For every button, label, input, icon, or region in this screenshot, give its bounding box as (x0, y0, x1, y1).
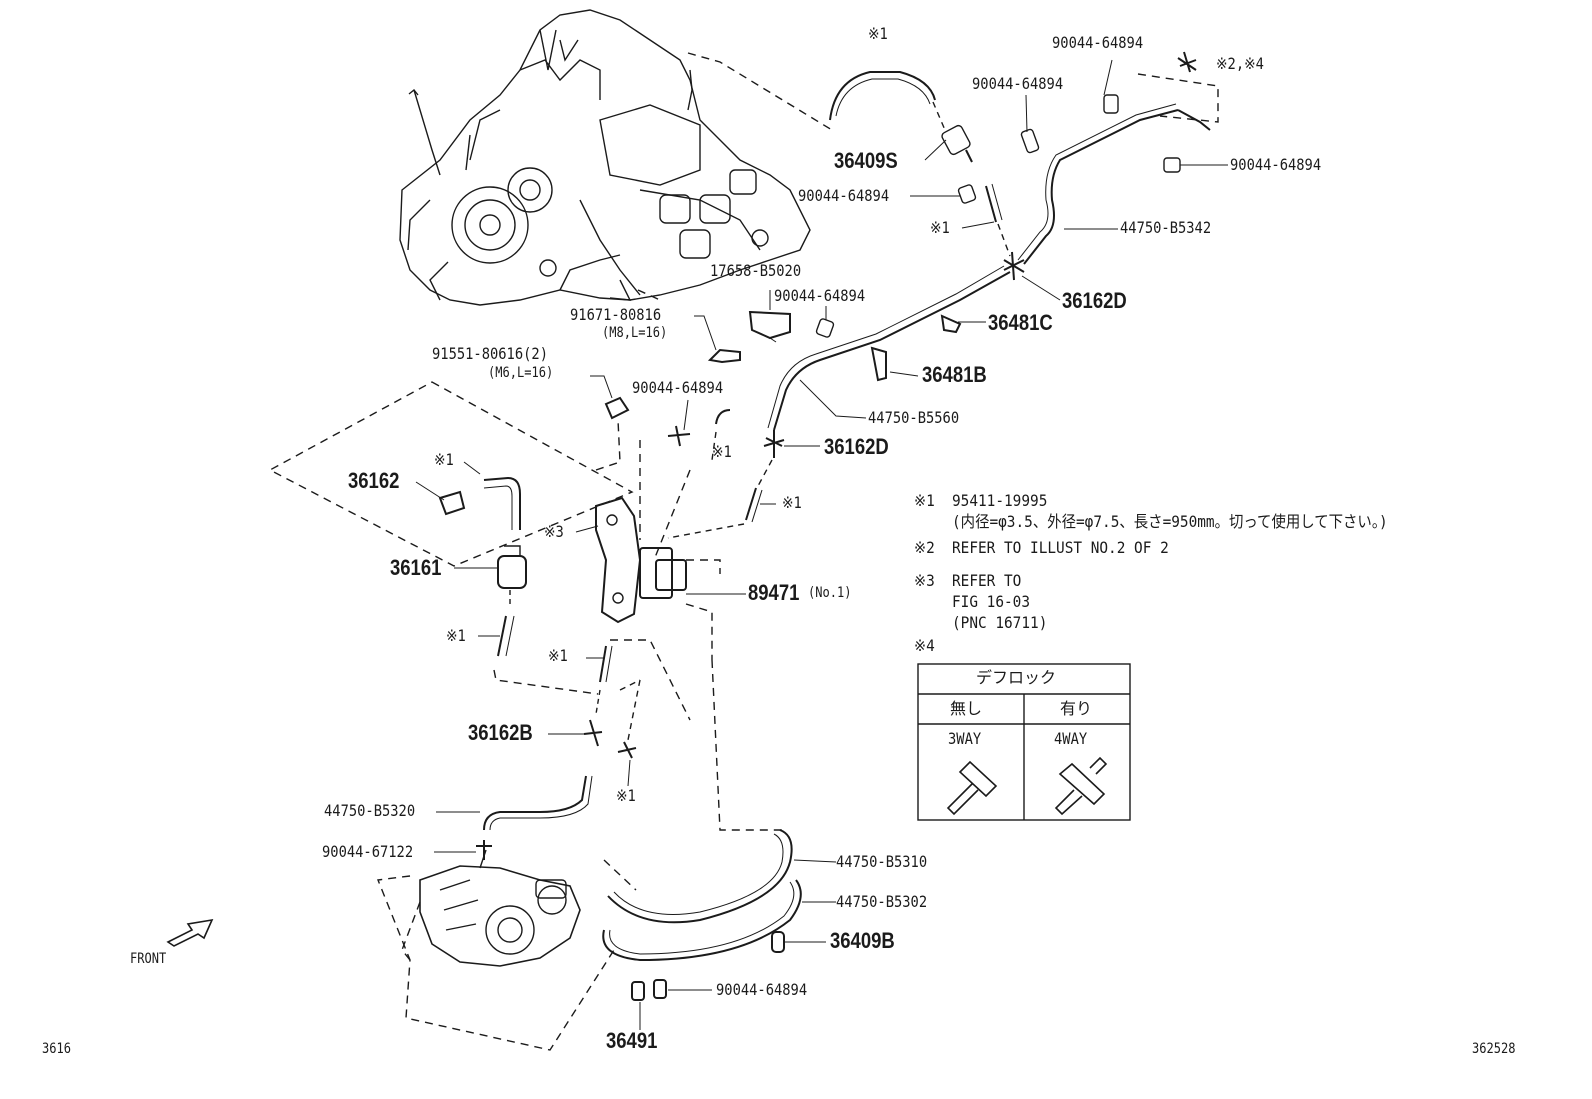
table-header: デフロック (976, 668, 1057, 687)
part-number-label: 36409S (834, 148, 898, 173)
part-number-label: 44750-B5342 (1120, 218, 1212, 237)
part-number-label: 36481C (988, 310, 1053, 335)
part-number-label: 36162B (468, 720, 533, 745)
note-ref-label: ※2,※4 (1216, 54, 1264, 73)
part-number-label: 17658-B5020 (710, 261, 802, 280)
part-number-label: 36162D (824, 434, 889, 459)
note-3-mark: ※3 (914, 571, 935, 590)
note-3-line2: FIG 16-03 (952, 592, 1031, 611)
part-number-label: 36162D (1062, 288, 1127, 313)
table-col2-value: 4WAY (1054, 729, 1088, 748)
note-1-detail: (内径=φ3.5、外径=φ7.5、長さ=950mm。切って使用して下さい。) (952, 512, 1388, 531)
part-number-label: 44750-B5310 (836, 852, 928, 871)
note-mark-label: ※1 (446, 626, 466, 645)
bolt-spec-label: (M8,L=16) (602, 325, 668, 341)
front-arrow-icon (166, 918, 214, 947)
part-number-label: 90044-64894 (972, 74, 1064, 93)
part-number-label: 89471 (748, 580, 800, 605)
table-col1-head: 無し (950, 699, 983, 718)
page-code-right: 362528 (1472, 1041, 1516, 1057)
note-mark-label: ※1 (868, 24, 888, 43)
note-2-text: REFER TO ILLUST NO.2 OF 2 (952, 538, 1169, 557)
part-number-label: 44750-B5302 (836, 892, 928, 911)
part-number-label: 90044-64894 (1052, 33, 1144, 52)
note-mark-label: ※3 (544, 522, 564, 541)
part-variant-label: (No.1) (808, 585, 852, 601)
engine-assembly-drawing (399, 9, 811, 306)
note-mark-label: ※1 (712, 442, 732, 461)
note-mark-label: ※1 (930, 218, 950, 237)
part-number-label: 90044-67122 (322, 842, 414, 861)
note-1-part: 95411-19995 (952, 491, 1048, 510)
table-col2-head: 有り (1060, 699, 1093, 718)
note-3-line1: REFER TO (952, 571, 1022, 590)
part-number-label: 90044-64894 (774, 286, 866, 305)
part-number-label: 36481B (922, 362, 987, 387)
part-number-label: 36491 (606, 1028, 658, 1053)
part-number-label: 90044-64894 (1230, 155, 1322, 174)
note-1-mark: ※1 (914, 491, 935, 510)
part-number-label: 91551-80616(2) (432, 344, 548, 363)
part-number-label: 36409B (830, 928, 895, 953)
front-label: FRONT (130, 951, 167, 967)
note-mark-label: ※1 (616, 786, 636, 805)
note-mark-label: ※1 (548, 646, 568, 665)
part-number-label: 90044-64894 (716, 980, 808, 999)
bolt-spec-label: (M6,L=16) (488, 365, 554, 381)
part-number-label: 44750-B5560 (868, 408, 960, 427)
note-3-line3: (PNC 16711) (952, 613, 1048, 632)
note-mark-label: ※1 (782, 493, 802, 512)
part-number-label: 90044-64894 (798, 186, 890, 205)
actuator-assembly-drawing (419, 849, 581, 967)
part-number-label: 36161 (390, 555, 442, 580)
table-col1-value: 3WAY (948, 729, 982, 748)
note-mark-label: ※1 (434, 450, 454, 469)
part-number-label: 91671-80816 (570, 305, 662, 324)
part-number-label: 90044-64894 (632, 378, 724, 397)
note-2-mark: ※2 (914, 538, 935, 557)
page-code-left: 3616 (42, 1041, 71, 1057)
part-number-label: 44750-B5320 (324, 801, 416, 820)
part-number-label: 36162 (348, 468, 400, 493)
note-4-mark: ※4 (914, 636, 935, 655)
defrock-table (917, 663, 1131, 821)
